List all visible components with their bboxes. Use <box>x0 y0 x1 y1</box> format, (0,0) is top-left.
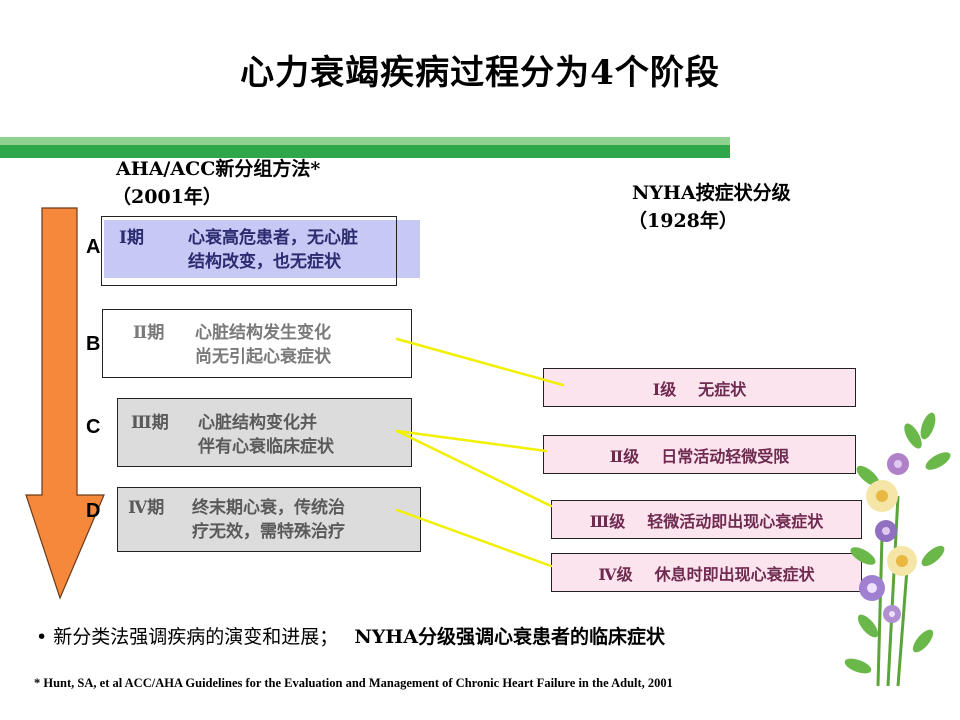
connector-stage4-class4 <box>395 508 553 568</box>
aha-year: （2001年） <box>112 186 222 208</box>
stage-2-label: Ⅱ期 <box>133 323 165 343</box>
stage-3-line1: 心脏结构变化并 <box>198 413 317 433</box>
nyha-class-2: Ⅱ级 日常活动轻微受限 <box>543 435 856 474</box>
nyha-heading: NYHA按症状分级 <box>632 182 791 204</box>
nyha-class-1: Ⅰ级 无症状 <box>543 368 856 407</box>
nyha-year: （1928年） <box>628 210 738 232</box>
stage-1-line1: 心衰高危患者，无心脏 <box>188 228 358 248</box>
stage-1-fill <box>104 220 420 278</box>
stage-1-box: Ⅰ期 心衰高危患者，无心脏 结构改变，也无症状 <box>101 216 397 286</box>
aha-heading: AHA/ACC新分组方法* <box>116 158 321 180</box>
title-underline-dark <box>0 145 730 158</box>
summary-part2: NYHA分级强调心衰患者的临床症状 <box>354 626 665 648</box>
nyha-class-1-text: 无症状 <box>698 379 747 399</box>
nyha-class-1-label: Ⅰ级 <box>652 379 677 399</box>
reference-footnote: * Hunt, SA, et al ACC/AHA Guidelines for… <box>34 676 673 690</box>
flower-decoration-icon <box>844 412 951 687</box>
stage-3-label: Ⅲ期 <box>131 413 169 433</box>
stage-2-line2: 尚无引起心衰症状 <box>195 347 331 367</box>
title-underline-light <box>0 137 730 145</box>
summary-bullet: • <box>36 626 48 648</box>
nyha-class-3-label: Ⅲ级 <box>589 511 626 531</box>
stage-letter-c: C <box>86 416 101 438</box>
stage-4-box: Ⅳ期 终末期心衰，传统治 疗无效，需特殊治疗 <box>117 487 421 552</box>
nyha-class-4-text: 休息时即出现心衰症状 <box>654 564 815 584</box>
stage-letter-a: A <box>86 236 101 258</box>
connector-stage3-class2 <box>395 429 548 453</box>
stage-2-box: Ⅱ期 心脏结构发生变化 尚无引起心衰症状 <box>102 309 412 378</box>
summary-note: • 新分类法强调疾病的演变和进展； NYHA分级强调心衰患者的临床症状 <box>36 622 665 649</box>
stage-1-line2: 结构改变，也无症状 <box>188 252 341 272</box>
nyha-class-4: Ⅳ级 休息时即出现心衰症状 <box>551 553 862 592</box>
connector-stage3-class3 <box>395 429 553 508</box>
nyha-class-2-label: Ⅱ级 <box>609 446 640 466</box>
stage-1-label: Ⅰ期 <box>119 228 144 248</box>
stage-letter-b: B <box>86 333 101 355</box>
stage-3-box: Ⅲ期 心脏结构变化并 伴有心衰临床症状 <box>117 398 412 467</box>
nyha-class-3-text: 轻微活动即出现心衰症状 <box>647 511 824 531</box>
nyha-class-3: Ⅲ级 轻微活动即出现心衰症状 <box>551 500 862 539</box>
page-title: 心力衰竭疾病过程分为4个阶段 <box>240 53 720 93</box>
stage-letter-d: D <box>86 500 101 522</box>
nyha-class-2-text: 日常活动轻微受限 <box>661 446 790 466</box>
stage-4-line1: 终末期心衰，传统治 <box>192 498 345 518</box>
progression-arrow <box>25 207 105 600</box>
summary-part1: 新分类法强调疾病的演变和进展； <box>53 626 339 648</box>
connector-stage2-class1 <box>395 337 565 387</box>
stage-4-line2: 疗无效，需特殊治疗 <box>192 522 345 542</box>
stage-2-line1: 心脏结构发生变化 <box>195 323 331 343</box>
stage-4-label: Ⅳ期 <box>128 498 165 518</box>
nyha-class-4-label: Ⅳ级 <box>598 564 633 584</box>
stage-3-line2: 伴有心衰临床症状 <box>198 437 334 457</box>
